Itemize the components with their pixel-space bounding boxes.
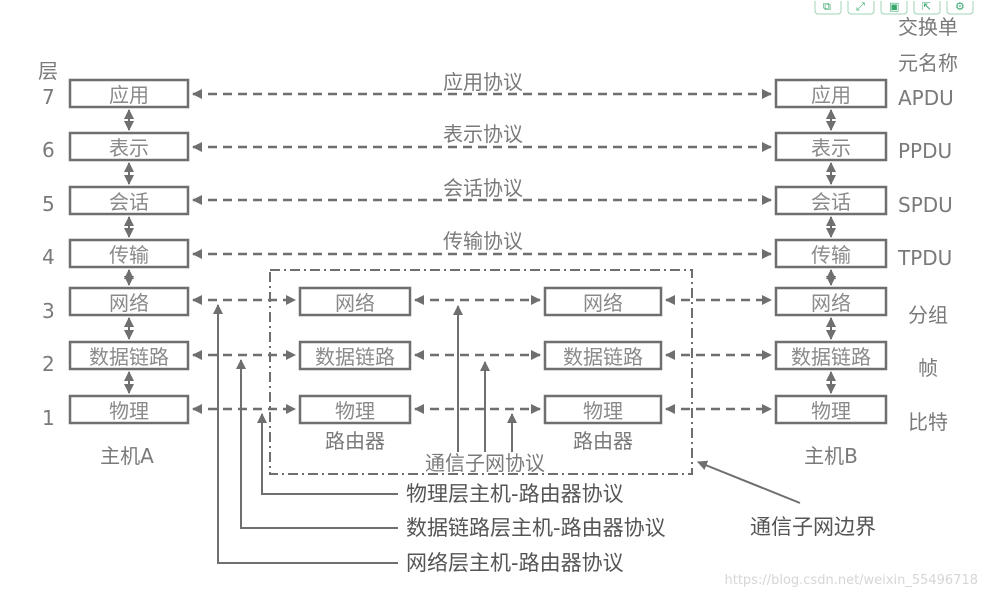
svg-text:⤢: ⤢ — [856, 1, 865, 13]
host-b-layer-6-label: 表示 — [811, 136, 851, 160]
host-b-layer-4-label: 传输 — [811, 243, 851, 267]
svg-text:⇱: ⇱ — [922, 1, 931, 13]
host-b-layer-2-label: 数据链路 — [791, 345, 871, 369]
datalink-protocol-label: 数据链路层主机-路由器协议 — [406, 516, 666, 540]
host-a-layer-5 — [68, 185, 190, 216]
host-b-layer-5 — [774, 185, 888, 216]
router-1-layer-3 — [298, 286, 412, 317]
fullscreen-icon[interactable]: ⤢ — [847, 0, 875, 15]
router-1-layer-3-label: 网络 — [335, 291, 375, 315]
pdu-bit: 比特 — [908, 410, 948, 434]
copy-icon[interactable]: ⧉ — [814, 0, 842, 15]
svg-text:⧉: ⧉ — [823, 1, 831, 13]
host-a-layer-1-label: 物理 — [109, 399, 149, 423]
host-a-layer-4 — [68, 238, 190, 269]
host-b-layer-7-label: 应用 — [811, 83, 851, 107]
layer-number-7: 7 — [42, 85, 55, 109]
host-a-layer-2 — [68, 340, 190, 371]
host-b-layer-3-label: 网络 — [811, 291, 851, 315]
router-1: 网络 数据链路 物理 路由器 — [298, 286, 412, 453]
layer-header: 层 — [38, 59, 58, 83]
pdu-packet: 分组 — [908, 303, 948, 327]
host-a-layer-6-label: 表示 — [109, 136, 149, 160]
subnet-boundary-label: 通信子网边界 — [750, 515, 876, 539]
session-protocol-label: 会话协议 — [443, 176, 523, 200]
host-b-layer-6 — [774, 131, 888, 162]
image-toolbar: ⧉ ⤢ ▣ ⇱ ⚙ — [814, 0, 986, 15]
physical-protocol-label: 物理层主机-路由器协议 — [406, 482, 624, 506]
host-b-stack: 应用 表示 会话 传输 网络 数据链路 物理 — [774, 78, 888, 425]
pdu-frame: 帧 — [918, 356, 938, 380]
host-b-layer-3 — [774, 286, 888, 317]
router-1-label: 路由器 — [325, 429, 385, 453]
host-a-layer-3 — [68, 286, 190, 317]
host-a-layer-7 — [68, 78, 190, 109]
settings-icon[interactable]: ⚙ — [946, 0, 974, 15]
host-b-layer-5-label: 会话 — [811, 190, 851, 214]
host-a-layer-4-label: 传输 — [109, 243, 149, 267]
presentation-protocol-label: 表示协议 — [443, 122, 523, 146]
subnet-boundary-pointer — [697, 460, 801, 504]
share-icon[interactable]: ⇱ — [913, 0, 941, 15]
router-1-layer-2-label: 数据链路 — [315, 345, 395, 369]
router-2-label: 路由器 — [573, 429, 633, 453]
watermark-url: https://blog.csdn.net/weixin_55496718 — [724, 573, 978, 588]
router-2-layer-3-label: 网络 — [583, 291, 623, 315]
pdu-ppdu: PPDU — [898, 139, 952, 163]
router-1-layer-1 — [298, 394, 412, 425]
host-a-layer-7-label: 应用 — [109, 83, 149, 107]
host-a-layer-2-label: 数据链路 — [89, 345, 169, 369]
subnet-boundary — [269, 269, 693, 475]
pdu-apdu: APDU — [898, 86, 954, 110]
layer-number-1: 1 — [42, 406, 55, 430]
router-2-layer-1 — [543, 394, 663, 425]
svg-text:⚙: ⚙ — [955, 1, 965, 13]
router-2-layer-3 — [543, 286, 663, 317]
host-b-layer-1 — [774, 394, 888, 425]
pdu-header-line1: 交换单 — [898, 15, 958, 39]
host-router-callouts — [213, 304, 398, 564]
host-b-label: 主机B — [804, 444, 858, 468]
host-a-layer-3-label: 网络 — [109, 291, 149, 315]
host-a-layer-1 — [68, 394, 190, 425]
application-protocol-label: 应用协议 — [443, 70, 523, 94]
host-a-layer-6 — [68, 131, 190, 162]
router-1-layer-1-label: 物理 — [335, 399, 375, 423]
pdu-spdu: SPDU — [898, 193, 953, 217]
host-b-layer-2 — [774, 340, 888, 371]
layer-number-5: 5 — [42, 192, 55, 216]
layer-number-2: 2 — [42, 352, 55, 376]
host-a-label: 主机A — [100, 444, 154, 468]
host-b-layer-4 — [774, 238, 888, 269]
pdu-tpdu: TPDU — [897, 246, 952, 270]
toolbar-svg: ⧉ ⤢ ▣ ⇱ ⚙ — [814, 0, 974, 15]
subnet-arrows — [192, 295, 772, 414]
router-2: 网络 数据链路 物理 路由器 — [543, 286, 663, 453]
layer-number-4: 4 — [42, 245, 55, 269]
svg-text:▣: ▣ — [889, 1, 899, 13]
pdu-header-line2: 元名称 — [898, 51, 958, 75]
router-2-layer-2-label: 数据链路 — [563, 345, 643, 369]
host-b-layer-1-label: 物理 — [811, 399, 851, 423]
layer-number-3: 3 — [42, 299, 55, 323]
host-a-layer-5-label: 会话 — [109, 190, 149, 214]
transport-protocol-label: 传输协议 — [443, 229, 523, 253]
host-b-layer-7 — [774, 78, 888, 109]
layer-number-6: 6 — [42, 138, 55, 162]
subnet-protocol-label: 通信子网协议 — [425, 451, 545, 475]
host-a-stack: 应用 表示 会话 传输 网络 数据链路 物理 — [68, 78, 190, 425]
subnet-protocol-pointers — [453, 305, 517, 452]
router-2-layer-2 — [543, 340, 663, 371]
router-2-layer-1-label: 物理 — [583, 399, 623, 423]
network-protocol-label: 网络层主机-路由器协议 — [406, 551, 624, 575]
router-1-layer-2 — [298, 340, 412, 371]
save-icon[interactable]: ▣ — [880, 0, 908, 15]
